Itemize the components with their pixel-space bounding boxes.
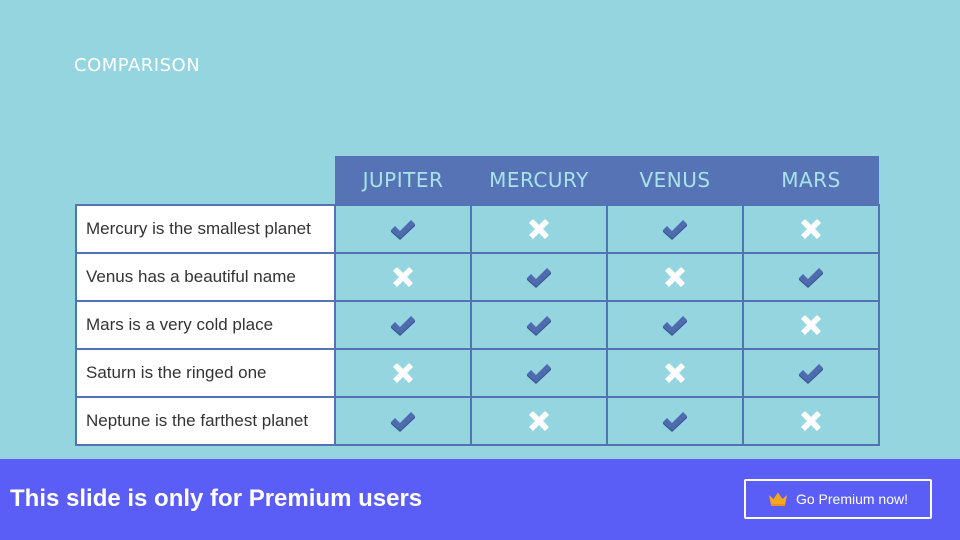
check-icon xyxy=(744,265,878,289)
mark-cell xyxy=(606,348,744,398)
cross-icon xyxy=(744,409,878,433)
check-icon xyxy=(472,361,606,385)
table-row: Venus has a beautiful name xyxy=(75,252,880,302)
row-label: Venus has a beautiful name xyxy=(75,252,336,302)
column-header: MARS xyxy=(743,156,879,205)
premium-banner: This slide is only for Premium users Go … xyxy=(0,459,960,540)
row-label: Saturn is the ringed one xyxy=(75,348,336,398)
mark-cell xyxy=(742,396,880,446)
go-premium-button[interactable]: Go Premium now! xyxy=(744,479,932,519)
check-icon xyxy=(472,313,606,337)
mark-cell xyxy=(742,300,880,350)
cross-icon xyxy=(336,361,470,385)
table-corner xyxy=(76,156,335,205)
mark-cell xyxy=(334,396,472,446)
mark-cell xyxy=(742,348,880,398)
mark-cell xyxy=(470,396,608,446)
table-header-row: JUPITER MERCURY VENUS MARS xyxy=(76,156,879,205)
crown-icon xyxy=(768,491,788,507)
row-label: Mars is a very cold place xyxy=(75,300,336,350)
cross-icon xyxy=(744,313,878,337)
mark-cell xyxy=(606,204,744,254)
cross-icon xyxy=(472,217,606,241)
table-row: Mercury is the smallest planet xyxy=(75,204,880,254)
cross-icon xyxy=(608,265,742,289)
check-icon xyxy=(608,313,742,337)
cross-icon xyxy=(472,409,606,433)
mark-cell xyxy=(470,204,608,254)
row-label: Neptune is the farthest planet xyxy=(75,396,336,446)
table-row: Neptune is the farthest planet xyxy=(75,396,880,446)
mark-cell xyxy=(470,300,608,350)
slide-title: COMPARISON xyxy=(74,55,201,76)
mark-cell xyxy=(742,252,880,302)
mark-cell xyxy=(334,252,472,302)
mark-cell xyxy=(334,300,472,350)
mark-cell xyxy=(334,204,472,254)
mark-cell xyxy=(606,396,744,446)
cross-icon xyxy=(608,361,742,385)
check-icon xyxy=(744,361,878,385)
mark-cell xyxy=(606,252,744,302)
mark-cell xyxy=(470,252,608,302)
table-row: Saturn is the ringed one xyxy=(75,348,880,398)
mark-cell xyxy=(742,204,880,254)
cross-icon xyxy=(336,265,470,289)
column-header: JUPITER xyxy=(335,156,471,205)
check-icon xyxy=(336,313,470,337)
check-icon xyxy=(336,217,470,241)
check-icon xyxy=(336,409,470,433)
row-label: Mercury is the smallest planet xyxy=(75,204,336,254)
check-icon xyxy=(608,409,742,433)
go-premium-label: Go Premium now! xyxy=(795,491,909,507)
column-header: VENUS xyxy=(607,156,743,205)
mark-cell xyxy=(334,348,472,398)
column-header: MERCURY xyxy=(471,156,607,205)
cross-icon xyxy=(744,217,878,241)
check-icon xyxy=(608,217,742,241)
premium-banner-text: This slide is only for Premium users xyxy=(10,485,423,512)
mark-cell xyxy=(606,300,744,350)
mark-cell xyxy=(470,348,608,398)
check-icon xyxy=(472,265,606,289)
comparison-table: JUPITER MERCURY VENUS MARS Mercury is th… xyxy=(75,156,880,446)
table-row: Mars is a very cold place xyxy=(75,300,880,350)
